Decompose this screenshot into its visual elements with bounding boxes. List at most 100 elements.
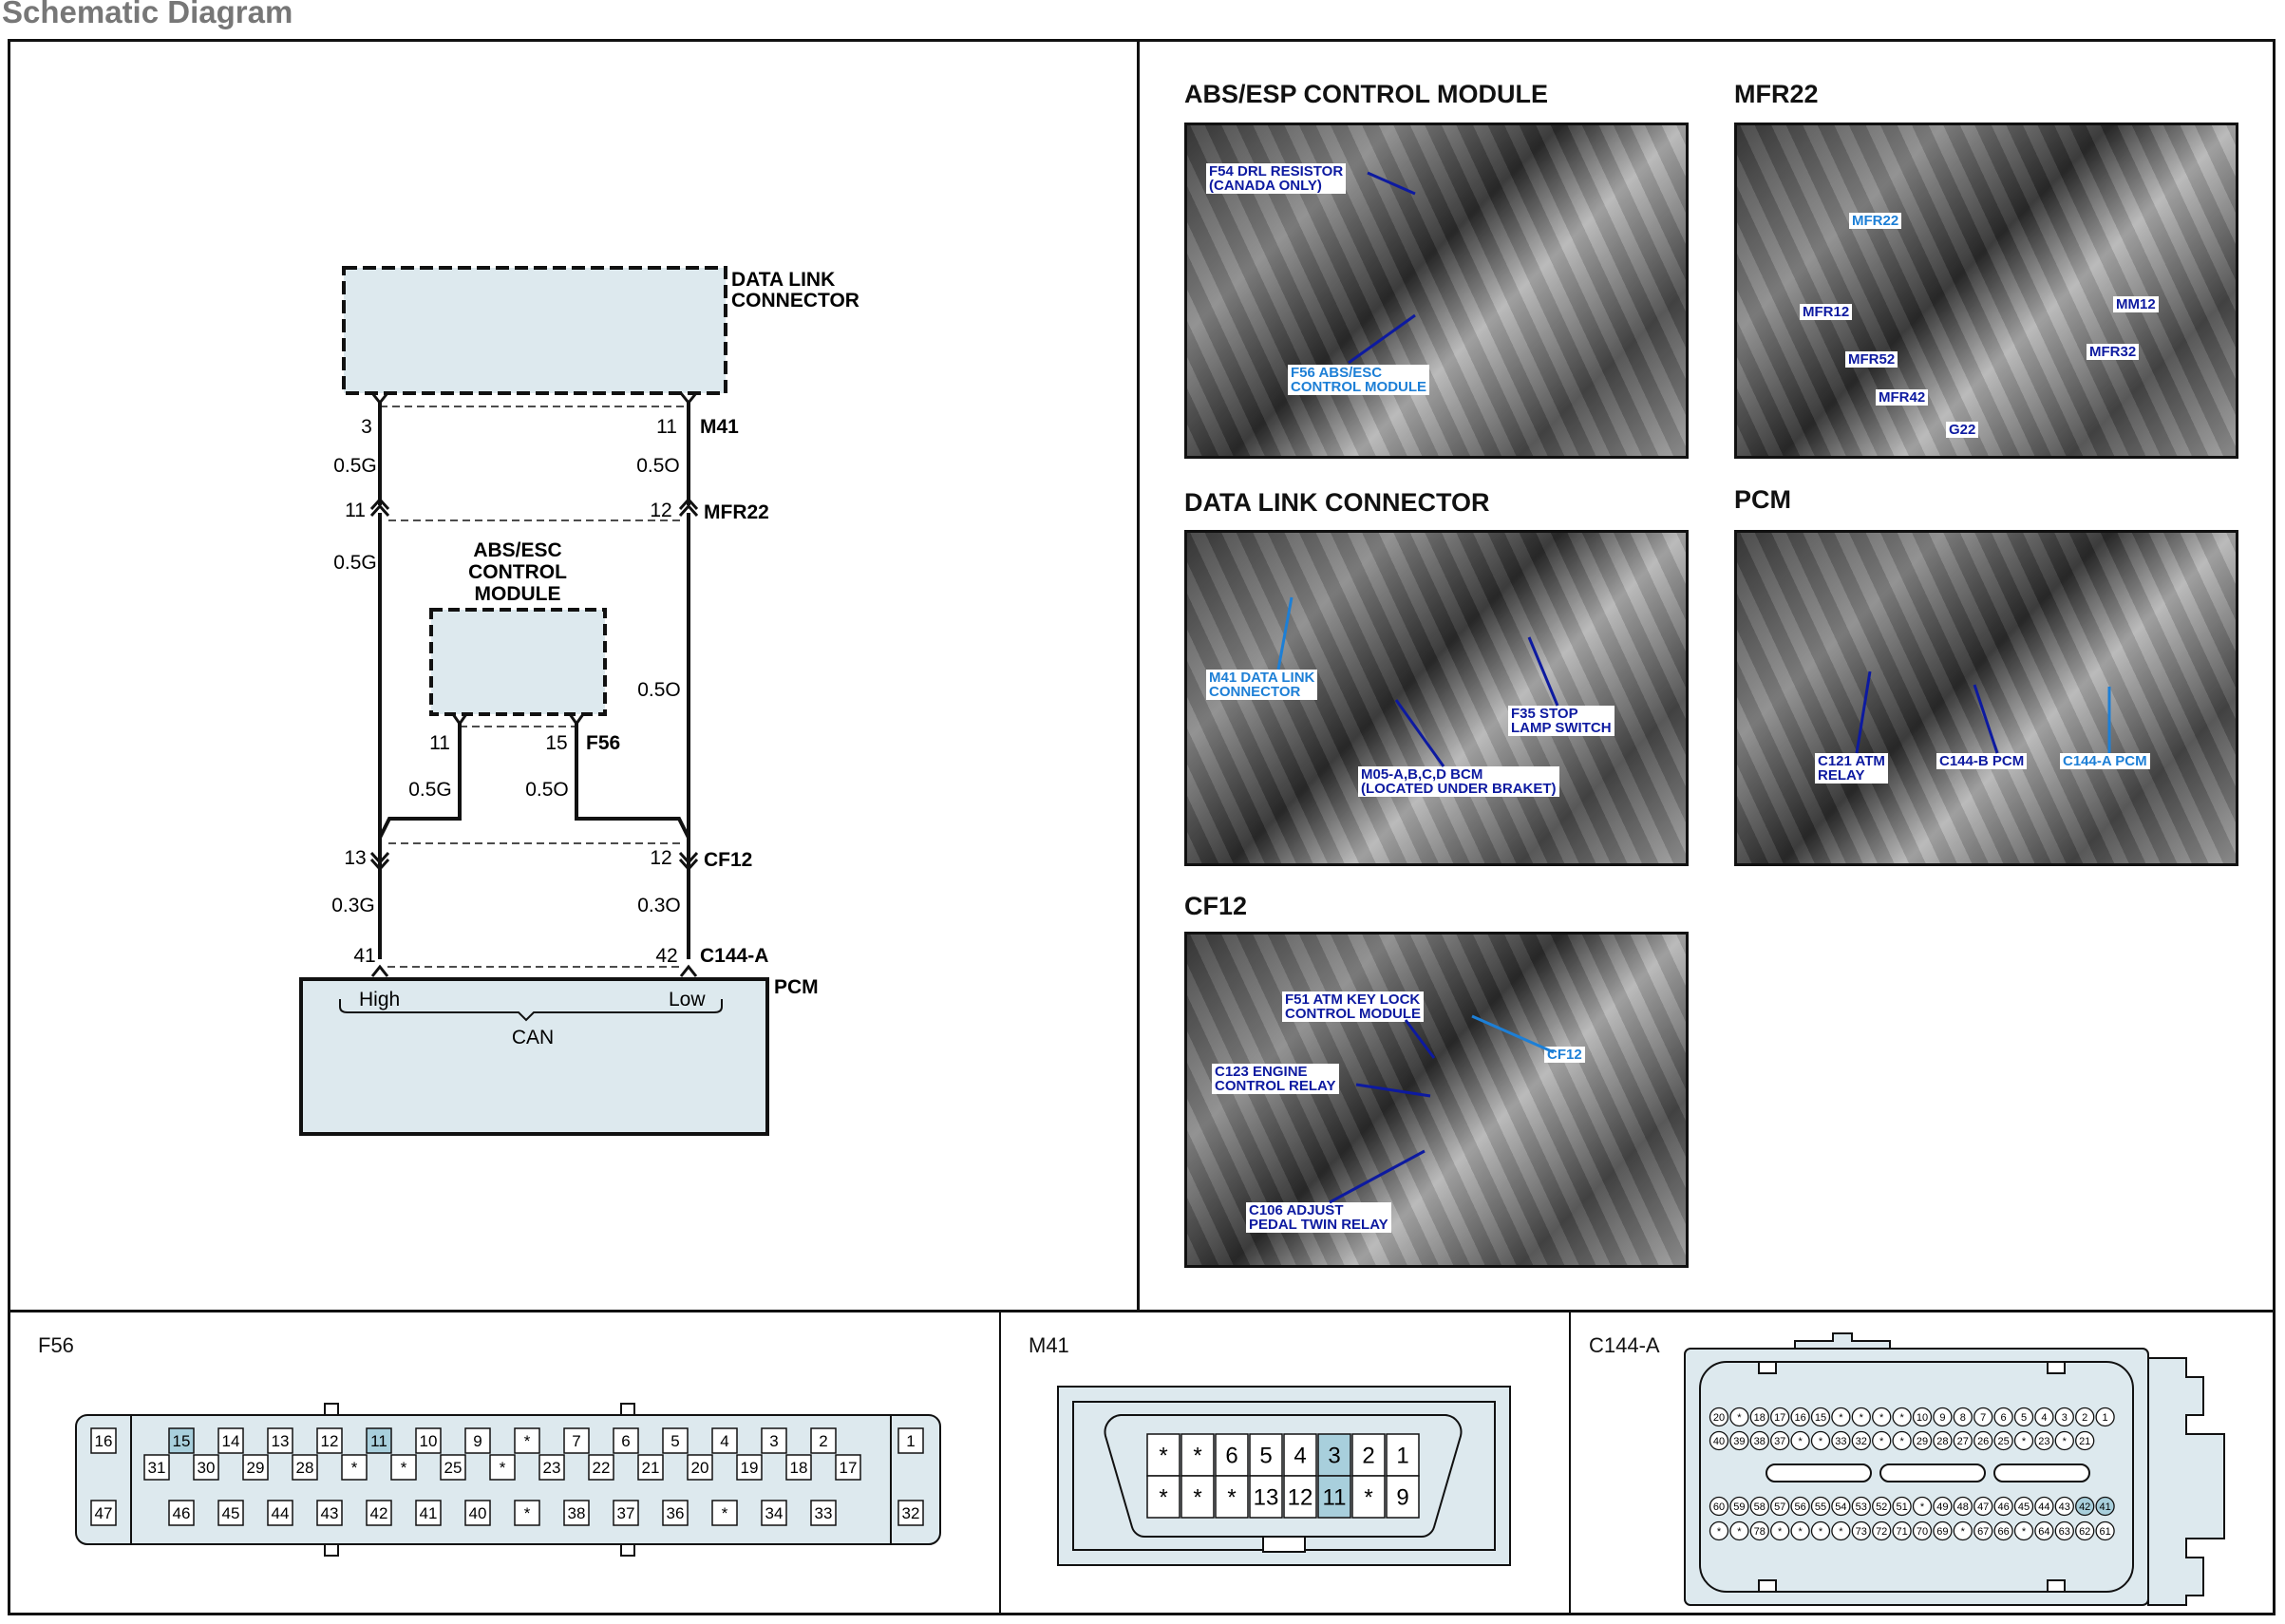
f56-pin: 23 xyxy=(538,1454,565,1481)
svg-text:*: * xyxy=(1920,1501,1925,1513)
svg-text:61: 61 xyxy=(2099,1526,2110,1538)
f56-pin: 12 xyxy=(316,1427,343,1454)
svg-text:47: 47 xyxy=(1977,1501,1989,1513)
f56-pin: 5 xyxy=(662,1427,689,1454)
c144a-pin: 16 xyxy=(1790,1407,1810,1427)
m41-pin: 4 xyxy=(1283,1433,1317,1477)
f56-pin: 33 xyxy=(810,1500,837,1526)
c144a-pin: * xyxy=(1831,1407,1851,1427)
svg-text:42: 42 xyxy=(370,1504,388,1522)
svg-text:40: 40 xyxy=(469,1504,487,1522)
photo-abs-esp-module: F54 DRL RESISTOR (CANADA ONLY) F56 ABS/E… xyxy=(1184,123,1689,459)
c144a-pin: 27 xyxy=(1953,1430,1973,1451)
f56-pin: 37 xyxy=(613,1500,639,1526)
callout-m05: M05-A,B,C,D BCM (LOCATED UNDER BRAKET) xyxy=(1358,766,1559,797)
svg-text:27: 27 xyxy=(1957,1436,1969,1447)
pcm-module-box xyxy=(299,977,769,1136)
c144a-pin: 28 xyxy=(1933,1430,1953,1451)
c144a-pin: * xyxy=(1892,1407,1912,1427)
f56-pin: 9 xyxy=(464,1427,491,1454)
photo-mfr22: MFR22 MFR12 MFR52 MFR42 G22 MFR32 MM12 xyxy=(1734,123,2238,459)
svg-text:*: * xyxy=(1899,1436,1904,1447)
f56-pin-11: 11 xyxy=(429,732,450,754)
c144a-pin: 15 xyxy=(1810,1407,1831,1427)
svg-text:38: 38 xyxy=(568,1504,586,1522)
c144a-pin: 37 xyxy=(1770,1430,1790,1451)
can-high-label: High xyxy=(359,989,400,1010)
m41-pin: 6 xyxy=(1215,1433,1249,1477)
svg-text:33: 33 xyxy=(815,1504,833,1522)
f56-pin: 3 xyxy=(761,1427,787,1454)
m41-pin: * xyxy=(1180,1433,1215,1477)
svg-text:45: 45 xyxy=(222,1504,240,1522)
f56-pin: 43 xyxy=(316,1500,343,1526)
c144a-pin: 26 xyxy=(1973,1430,1993,1451)
f56-pin: 45 xyxy=(217,1500,244,1526)
svg-text:23: 23 xyxy=(543,1459,561,1477)
wire-05g-c: 0.5G xyxy=(408,779,452,801)
callout-f54: F54 DRL RESISTOR (CANADA ONLY) xyxy=(1206,163,1347,194)
m41-pin: * xyxy=(1215,1475,1249,1519)
c144a-pin: * xyxy=(1953,1520,1973,1541)
f56-pin: 7 xyxy=(563,1427,590,1454)
svg-text:*: * xyxy=(1819,1526,1823,1538)
svg-text:28: 28 xyxy=(296,1459,314,1477)
cf12-pin-12: 12 xyxy=(650,847,671,869)
svg-text:*: * xyxy=(524,1504,531,1522)
c144a-pin: 64 xyxy=(2034,1520,2054,1541)
svg-text:*: * xyxy=(401,1459,407,1477)
c144a-pin: 1 xyxy=(2095,1407,2115,1427)
c144a-panel-label: C144-A xyxy=(1589,1333,1660,1357)
m41-pin: * xyxy=(1146,1433,1180,1477)
c144a-pin: 70 xyxy=(1912,1520,1933,1541)
m41-pin: * xyxy=(1146,1475,1180,1519)
svg-text:1: 1 xyxy=(1396,1444,1408,1469)
svg-text:17: 17 xyxy=(1774,1412,1785,1424)
c144a-pin: * xyxy=(1770,1520,1790,1541)
f56-panel-label: F56 xyxy=(38,1333,74,1357)
photo-title-dlc: DATA LINK CONNECTOR xyxy=(1184,488,1490,517)
c144a-pin: 67 xyxy=(1973,1520,1993,1541)
svg-text:14: 14 xyxy=(222,1432,240,1450)
f56-pin: 40 xyxy=(464,1500,491,1526)
svg-text:44: 44 xyxy=(272,1504,290,1522)
svg-text:45: 45 xyxy=(2018,1501,2030,1513)
svg-text:49: 49 xyxy=(1936,1501,1948,1513)
f56-pin: * xyxy=(390,1454,417,1481)
c144a-pin: 39 xyxy=(1729,1430,1749,1451)
svg-text:48: 48 xyxy=(1957,1501,1969,1513)
callout-mfr42: MFR42 xyxy=(1876,389,1929,406)
svg-text:*: * xyxy=(1798,1526,1803,1538)
svg-text:78: 78 xyxy=(1754,1526,1766,1538)
mfr22-connector-label: MFR22 xyxy=(704,501,769,523)
c144a-pin: * xyxy=(1872,1407,1892,1427)
c144a-pin: * xyxy=(2013,1520,2034,1541)
callout-c144b: C144-B PCM xyxy=(1936,753,2028,769)
f56-pin: 28 xyxy=(292,1454,318,1481)
svg-text:13: 13 xyxy=(1254,1485,1279,1511)
c144a-pin: 72 xyxy=(1872,1520,1892,1541)
m41-pin: 2 xyxy=(1351,1433,1386,1477)
c144a-pin: 6 xyxy=(1993,1407,2013,1427)
svg-text:41: 41 xyxy=(2099,1501,2110,1513)
svg-text:71: 71 xyxy=(1896,1526,1907,1538)
m41-pin: * xyxy=(1351,1475,1386,1519)
m41-pin-3: 3 xyxy=(361,416,372,438)
callout-m41: M41 DATA LINK CONNECTOR xyxy=(1206,670,1318,700)
svg-text:36: 36 xyxy=(667,1504,685,1522)
svg-text:34: 34 xyxy=(765,1504,784,1522)
mfr22-pin-12: 12 xyxy=(650,500,671,521)
svg-text:*: * xyxy=(1839,1526,1843,1538)
c144a-pin: 32 xyxy=(1851,1430,1871,1451)
f56-pin: 14 xyxy=(217,1427,244,1454)
svg-text:51: 51 xyxy=(1896,1501,1907,1513)
svg-text:46: 46 xyxy=(1997,1501,2009,1513)
svg-text:2: 2 xyxy=(819,1432,827,1450)
svg-text:*: * xyxy=(1839,1412,1843,1424)
f56-pin: 46 xyxy=(168,1500,195,1526)
c144a-pin: 48 xyxy=(1953,1496,1973,1517)
f56-pin: 42 xyxy=(366,1500,392,1526)
m41-pin: 11 xyxy=(1317,1475,1351,1519)
